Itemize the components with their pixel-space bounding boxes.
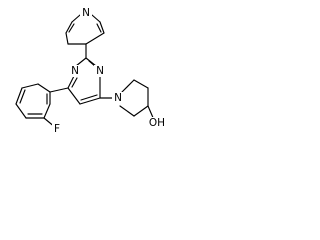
atom-n-pyrimidine-right: N — [94, 65, 106, 77]
atom-hydroxyl: OH — [147, 117, 167, 129]
svg-text:N: N — [71, 65, 79, 77]
pyridine-ring — [65, 14, 105, 45]
svg-text:N: N — [82, 7, 90, 19]
svg-text:N: N — [96, 65, 104, 77]
chemical-structure: N N N N F OH — [15, 7, 167, 135]
piperidine-ring — [99, 79, 155, 121]
fluorophenyl-ring — [15, 83, 69, 129]
atom-n-pyridine: N — [80, 7, 92, 19]
atom-n-piperidine: N — [112, 92, 124, 104]
atom-n-pyrimidine-left: N — [69, 65, 81, 77]
svg-text:OH: OH — [149, 117, 165, 129]
pyrimidine-ring — [67, 57, 101, 105]
atom-fluorine: F — [52, 123, 62, 135]
svg-text:N: N — [114, 92, 122, 104]
svg-text:F: F — [54, 123, 60, 135]
